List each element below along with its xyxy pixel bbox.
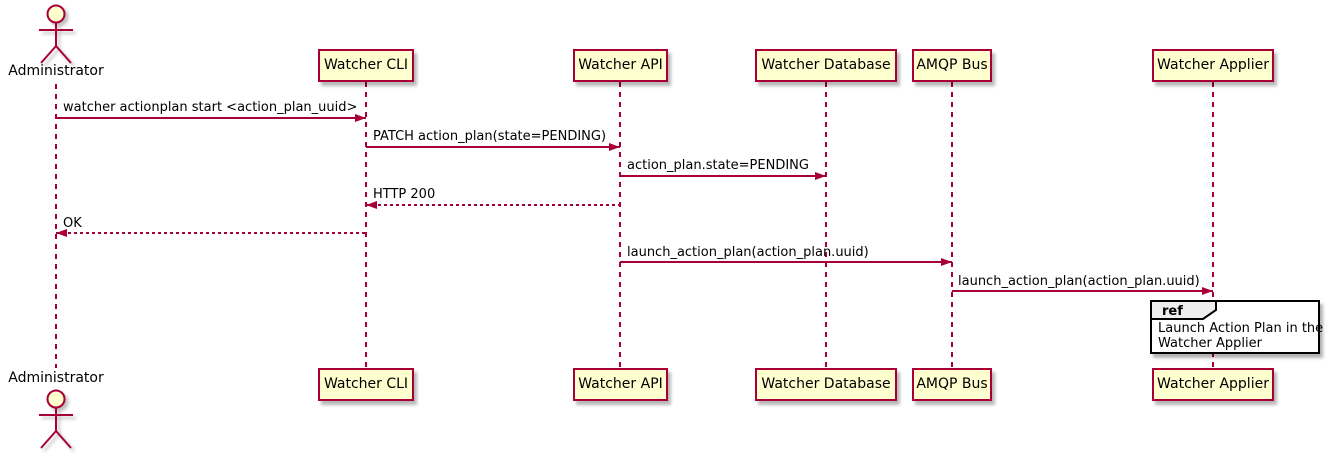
participant-bottom-watcher-database: Watcher Database	[755, 368, 897, 401]
participant-top-watcher-api: Watcher API	[573, 49, 668, 82]
actor-label-top: Administrator	[8, 63, 104, 79]
lifeline-watcher-applier	[1212, 82, 1214, 368]
lifeline-watcher-database	[825, 82, 827, 368]
participant-bottom-watcher-api: Watcher API	[573, 368, 668, 401]
lifeline-watcher-api	[619, 82, 621, 368]
ref-text-line1: Launch Action Plan in the	[1158, 321, 1324, 336]
lifeline-amqp-bus	[951, 82, 953, 368]
participant-top-watcher-cli: Watcher CLI	[318, 49, 414, 82]
message-3-arrow	[620, 172, 826, 180]
message-1-label: watcher actionplan start <action_plan_uu…	[63, 100, 358, 115]
message-5-label: OK	[63, 216, 82, 231]
arrowhead-right-icon	[815, 172, 826, 180]
actor-icon-top	[39, 4, 73, 64]
message-5-arrow	[56, 229, 366, 237]
message-3-label: action_plan.state=PENDING	[627, 158, 809, 173]
message-4-label: HTTP 200	[373, 187, 436, 202]
ref-fragment: ref Launch Action Plan in the Watcher Ap…	[1150, 300, 1324, 354]
message-6-label: launch_action_plan(action_plan.uuid)	[627, 245, 869, 260]
ref-tag-icon: ref	[1150, 300, 1217, 320]
message-2-label: PATCH action_plan(state=PENDING)	[373, 129, 607, 144]
actor-label-bottom: Administrator	[8, 370, 104, 386]
message-7-arrow	[952, 287, 1213, 295]
message-7-label: launch_action_plan(action_plan.uuid)	[958, 274, 1200, 289]
lifeline-administrator	[55, 84, 57, 368]
arrowhead-left-icon	[366, 201, 377, 209]
participant-bottom-amqp-bus: AMQP Bus	[912, 368, 992, 401]
actor-icon-bottom	[39, 389, 73, 449]
arrowhead-right-icon	[355, 114, 366, 122]
ref-text-line2: Watcher Applier	[1158, 336, 1262, 351]
arrowhead-right-icon	[941, 258, 952, 266]
participant-bottom-watcher-cli: Watcher CLI	[318, 368, 414, 401]
ref-tag-label: ref	[1162, 304, 1183, 319]
message-2-arrow	[366, 143, 620, 151]
participant-bottom-watcher-applier: Watcher Applier	[1152, 368, 1274, 401]
lifeline-watcher-cli	[365, 82, 367, 368]
arrowhead-right-icon	[1202, 287, 1213, 295]
arrowhead-left-icon	[56, 229, 67, 237]
message-4-arrow	[366, 201, 620, 209]
message-1-arrow	[56, 114, 366, 122]
message-6-arrow	[620, 258, 952, 266]
participant-top-watcher-database: Watcher Database	[755, 49, 897, 82]
arrowhead-right-icon	[609, 143, 620, 151]
participant-top-watcher-applier: Watcher Applier	[1152, 49, 1274, 82]
participant-top-amqp-bus: AMQP Bus	[912, 49, 992, 82]
